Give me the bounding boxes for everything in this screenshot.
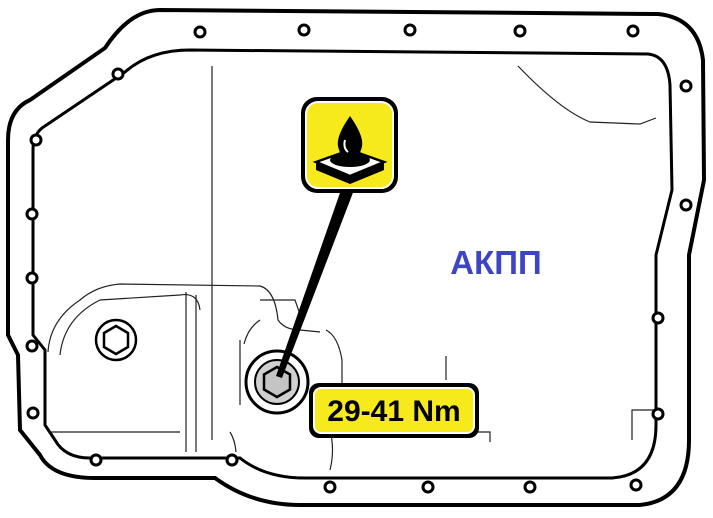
bolt-hole-icon xyxy=(679,198,693,212)
bolt-hole-icon xyxy=(403,23,417,37)
bolt-hole-icon xyxy=(651,407,665,421)
bolt-hole-icon xyxy=(629,478,643,492)
bolt-holes xyxy=(25,23,693,494)
bolt-hole-icon xyxy=(679,79,693,93)
bolt-hole-icon xyxy=(513,24,527,38)
bolt-hole-icon xyxy=(651,311,665,325)
bolt-hole-icon xyxy=(225,453,239,467)
pan-outer-flange xyxy=(6,7,707,507)
bolt-hole-icon xyxy=(29,133,43,147)
component-label: АКПП xyxy=(450,244,541,281)
bolt-hole-icon xyxy=(89,453,103,467)
bolt-hole-icon xyxy=(25,207,39,221)
pan-inner-edge xyxy=(31,48,674,480)
bolt-hole-icon xyxy=(26,406,40,420)
bolt-hole-icon xyxy=(111,67,125,81)
oil-drop-on-tray-icon xyxy=(301,97,398,193)
bolt-hole-icon xyxy=(25,339,39,353)
torque-callout: 29-41 Nm xyxy=(309,383,479,438)
hex-bolt-icon xyxy=(94,318,138,362)
bolt-hole-icon xyxy=(323,480,337,494)
bolt-hole-icon xyxy=(421,480,435,494)
bolt-hole-icon xyxy=(297,23,311,37)
hex-drain-plug-icon xyxy=(244,349,310,415)
bolt-hole-icon xyxy=(193,25,207,39)
leader-line xyxy=(276,190,354,378)
bolt-hole-icon xyxy=(626,24,640,38)
bolt-hole-icon xyxy=(25,271,39,285)
torque-spec-label: 29-41 Nm xyxy=(327,395,460,428)
pan-body-lines xyxy=(47,65,657,471)
bolt-hole-icon xyxy=(523,480,537,494)
